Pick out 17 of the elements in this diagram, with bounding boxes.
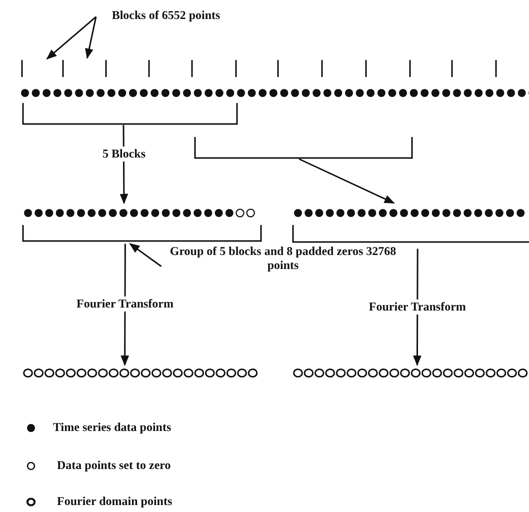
edge-label: Fourier Transform xyxy=(366,299,468,314)
legend-text: Time series data points xyxy=(53,420,172,435)
arrow xyxy=(85,16,97,60)
arrow xyxy=(46,16,96,60)
edge-label: 5 Blocks xyxy=(100,146,148,162)
arrow xyxy=(120,244,130,366)
arrow xyxy=(129,243,162,267)
bracket xyxy=(22,103,238,125)
callout-text: Blocks of 6552 points xyxy=(110,8,222,22)
legend-text: Data points set to zero xyxy=(57,458,171,473)
arrow xyxy=(298,158,395,204)
data-series-drawing xyxy=(20,58,529,100)
legend-text: Fourier domain points xyxy=(57,494,172,509)
edge-label: Fourier Transform xyxy=(74,296,176,312)
group-description: Group of 5 blocks and 8 padded zeros 32768 points xyxy=(168,244,398,272)
arrow xyxy=(413,248,422,366)
bracket xyxy=(194,137,413,159)
